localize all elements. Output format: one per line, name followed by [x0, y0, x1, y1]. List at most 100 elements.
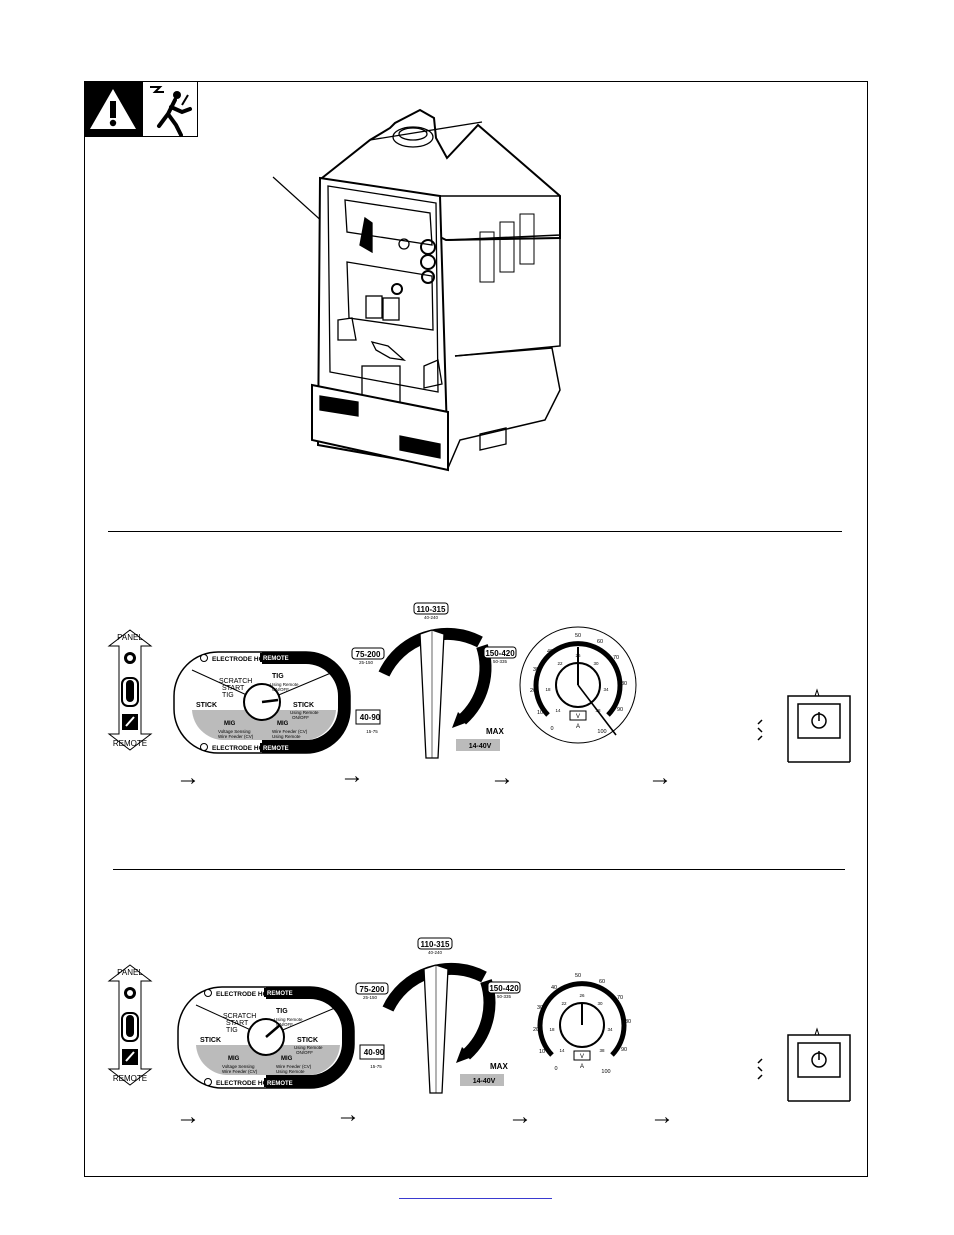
tig-sub-1: Using Remote — [274, 1017, 303, 1022]
range-40-90-sub: 15-75 — [370, 1064, 382, 1069]
flow-arrow-4: → — [648, 764, 672, 791]
tick-90: 90 — [621, 1047, 627, 1053]
range-110-315-sub: 40-240 — [424, 615, 439, 620]
mig-left-label: MIG — [224, 721, 236, 727]
tick-40: 40 — [547, 649, 553, 655]
electrode-hot-bottom-label: ELECTRODE HOT — [212, 745, 268, 752]
max-label: MAX — [486, 727, 504, 736]
range-150-420: 150-420 — [485, 649, 515, 658]
panel-label: PANEL — [117, 968, 143, 977]
mig-right-label: MIG — [281, 1056, 293, 1062]
a-label: A — [576, 724, 580, 730]
electrode-hot-top-label: ELECTRODE HOT — [212, 656, 268, 663]
range-150-420-sub: 50-335 — [493, 659, 508, 664]
tick-80: 80 — [621, 681, 627, 687]
electric-shock-icon — [142, 81, 198, 137]
flow-arrow-3: → — [508, 1103, 532, 1130]
max-label: MAX — [490, 1062, 508, 1071]
panel-remote-switch[interactable]: PANEL REMOTE — [107, 628, 153, 753]
range-40-90-sub: 15-75 — [366, 729, 378, 734]
tig-right-label: TIG — [276, 1008, 288, 1015]
tick-10: 10 — [537, 710, 543, 716]
inner-tick-14: 14 — [555, 708, 561, 713]
remote-top-label: REMOTE — [267, 991, 293, 997]
mig-right-sub-2: Using Remote — [276, 1069, 305, 1074]
inner-tick-18: 18 — [545, 687, 551, 692]
range-75-200-sub: 25-150 — [359, 660, 374, 665]
power-switch[interactable] — [754, 688, 854, 763]
tick-40: 40 — [551, 985, 557, 991]
flow-arrow-1: → — [176, 764, 200, 791]
tick-80: 80 — [625, 1019, 631, 1025]
start-label: START — [222, 685, 245, 692]
tig-sub-2: ON/OFF — [276, 1022, 293, 1027]
mig-left-label: MIG — [228, 1056, 240, 1062]
remote-bottom-label: REMOTE — [267, 1081, 293, 1087]
stick-right-label: STICK — [293, 702, 314, 709]
control-row-1: PANEL REMOTE ELECTRODE HOT REMOTE SCRATC… — [0, 600, 954, 800]
stick-right-label: STICK — [297, 1037, 318, 1044]
range-110-315: 110-315 — [417, 605, 446, 614]
section-divider-2 — [113, 869, 845, 870]
tick-30: 30 — [537, 1005, 543, 1011]
a-label: A — [580, 1064, 584, 1070]
inner-tick-38: 38 — [599, 1048, 605, 1053]
tick-100: 100 — [597, 729, 606, 735]
range-110-315: 110-315 — [421, 940, 450, 949]
page-frame — [84, 81, 868, 1177]
footer-link[interactable] — [399, 1188, 552, 1199]
tig-left-label: TIG — [222, 692, 234, 699]
tick-90: 90 — [617, 707, 623, 713]
inner-tick-34: 34 — [603, 687, 609, 692]
mig-right-sub-1: Wire Feeder (CV) — [276, 1064, 312, 1069]
inner-tick-22: 22 — [557, 661, 563, 666]
power-switch[interactable] — [754, 1027, 854, 1102]
range-110-315-sub: 40-240 — [428, 950, 443, 955]
electrode-hot-bottom-label: ELECTRODE HOT — [216, 1080, 272, 1087]
stick-sub-2: ON/OFF — [296, 1050, 313, 1055]
remote-label: REMOTE — [113, 1074, 147, 1083]
power-switch-icon — [811, 1051, 827, 1068]
scratch-label: SCRATCH — [223, 1013, 256, 1020]
tick-10: 10 — [539, 1049, 545, 1055]
fine-adjust-dial[interactable]: 0 10 20 30 40 50 60 70 80 90 100 14 18 2… — [518, 625, 638, 745]
welder-generator-illustration — [272, 108, 561, 472]
electrode-hot-top-label: ELECTRODE HOT — [216, 991, 272, 998]
panel-remote-switch[interactable]: PANEL REMOTE — [107, 963, 153, 1088]
flow-arrow-3: → — [490, 764, 514, 791]
fine-adjust-dial[interactable]: 0 10 20 30 40 50 60 70 80 90 100 14 18 2… — [522, 965, 642, 1080]
inner-tick-30: 30 — [593, 661, 599, 666]
warning-triangle-icon — [84, 81, 142, 137]
mig-left-sub-1: Voltage Sensing — [218, 729, 251, 734]
tig-right-label: TIG — [272, 673, 284, 680]
start-label: START — [226, 1020, 249, 1027]
range-150-420: 150-420 — [489, 984, 519, 993]
mig-left-sub-2: Wire Feeder (CV) — [218, 734, 254, 739]
tick-0: 0 — [554, 1066, 557, 1072]
mig-right-sub-2: Using Remote — [272, 734, 301, 739]
amperage-range-selector[interactable]: 110-315 40-240 75-200 25-150 150-420 50-… — [350, 600, 517, 760]
amperage-range-selector[interactable]: 110-315 40-240 75-200 25-150 150-420 50-… — [354, 935, 521, 1095]
stick-left-label: STICK — [196, 702, 217, 709]
stick-sub-1: Using Remote — [290, 710, 319, 715]
scratch-label: SCRATCH — [219, 678, 252, 685]
v-label: V — [580, 1054, 584, 1060]
range-150-420-sub: 50-335 — [497, 994, 512, 999]
range-40-90: 40-90 — [360, 713, 381, 722]
tick-60: 60 — [599, 979, 605, 985]
remote-top-label: REMOTE — [263, 656, 289, 662]
mig-left-sub-2: Wire Feeder (CV) — [222, 1069, 258, 1074]
tick-100: 100 — [601, 1069, 610, 1075]
flow-arrow-2: → — [336, 1101, 360, 1128]
mig-left-sub-1: Voltage Sensing — [222, 1064, 255, 1069]
v-label: V — [576, 714, 580, 720]
stick-sub-2: ON/OFF — [292, 715, 309, 720]
remote-label: REMOTE — [113, 739, 147, 748]
range-75-200: 75-200 — [360, 985, 385, 994]
process-selector-dial[interactable]: ELECTRODE HOT REMOTE SCRATCH START TIG T… — [172, 650, 352, 755]
inner-tick-18: 18 — [549, 1027, 555, 1032]
process-selector-dial[interactable]: ELECTRODE HOT REMOTE SCRATCH START TIG T… — [176, 985, 356, 1090]
control-row-2: PANEL REMOTE ELECTRODE HOT REMOTE SCRATC… — [0, 935, 954, 1135]
tick-60: 60 — [597, 639, 603, 645]
inner-tick-26: 26 — [575, 653, 581, 658]
